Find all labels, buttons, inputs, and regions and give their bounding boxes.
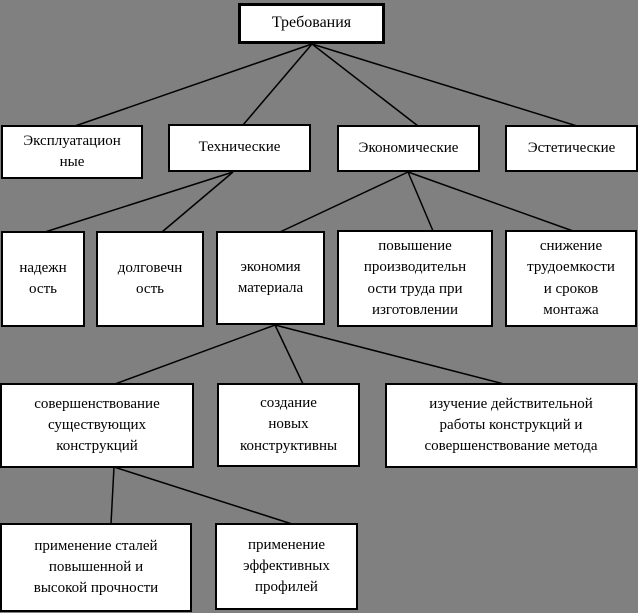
diagram-node-ekonomiya-materiala: экономия материала [216,231,325,325]
diagram-node-tekhnicheskie: Технические [168,124,311,172]
connector-line [110,466,115,525]
diagram-node-snizhenie-trudoemkosti: снижение трудоемкости и сроков монтажа [505,230,637,327]
connector-line [407,171,574,232]
diagram-node-ekspluatacionnye: Эксплуатацион ные [1,125,143,179]
diagram-node-sovershenstvovanie-konstrukcij: совершенствование существующих конструкц… [0,383,194,468]
connector-line [279,171,409,233]
diagram-node-povyshenie-proizvoditelnosti: повышение производительн ости труда при … [337,230,493,327]
connector-line [113,466,293,525]
connector-line [242,43,313,126]
diagram-node-primenenie-stalej: применение сталей повышенной и высокой п… [0,523,192,612]
diagram-node-ekonomicheskie: Экономические [337,125,480,172]
connector-line [407,171,434,232]
diagram-node-sozdanie-novyh: создание новых конструктивны [217,383,360,467]
diagram-node-nadezhnost: надежн ость [1,231,85,327]
connector-line [114,324,276,385]
diagram-node-esteticheskie: Эстетические [505,125,638,172]
connector-line [274,324,304,385]
diagram-node-primenenie-profilej: применение эффективных профилей [215,523,358,610]
connector-line [74,43,313,127]
connector-line [274,324,505,385]
connector-line [311,43,419,127]
diagram-node-trebovaniya: Требования [238,3,385,44]
connector-line [161,171,234,233]
connector-line [44,171,234,233]
connector-line [311,43,578,127]
diagram-node-dolgovechnost: долговечн ость [96,231,204,327]
diagram-node-izuchenie-raboty: изучение действительной работы конструкц… [385,383,637,468]
